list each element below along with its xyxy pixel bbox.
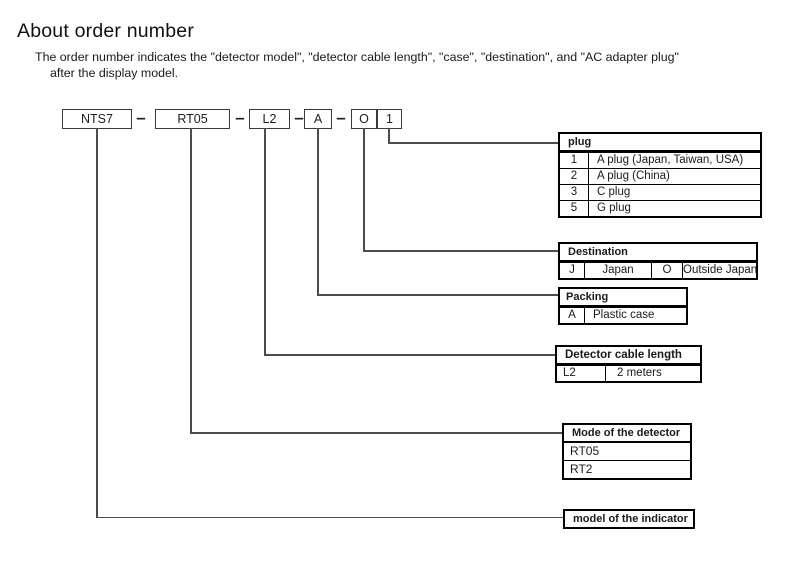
plug-code-cell: 3	[560, 185, 589, 200]
plug-row: 1 A plug (Japan, Taiwan, USA)	[560, 152, 760, 168]
cable-length-code-cell: L2	[557, 366, 606, 381]
packing-row: A Plastic case	[560, 307, 686, 323]
connector-detector-model-horizontal	[190, 432, 562, 434]
connector-destination-horizontal	[363, 250, 558, 252]
connector-plug-horizontal	[388, 142, 558, 144]
plug-code-cell: 5	[560, 201, 589, 216]
detector-model-table: Mode of the detector RT05 RT2	[562, 423, 692, 480]
cable-length-label-cell: 2 meters	[617, 367, 662, 379]
cable-length-table-title: Detector cable length	[557, 347, 700, 365]
destination-row: J Japan O Outside Japan	[560, 262, 758, 278]
connector-destination-vertical	[363, 128, 365, 251]
detector-model-row: RT05	[570, 444, 600, 458]
order-segment-indicator-model: NTS7	[62, 109, 132, 129]
destination-code-cell: J	[560, 263, 585, 278]
connector-packing-horizontal	[317, 294, 558, 296]
order-segment-destination: O	[351, 109, 377, 129]
cable-length-row: L2 2 meters	[557, 365, 700, 381]
connector-packing-vertical	[317, 128, 319, 295]
destination-table-title: Destination	[560, 244, 756, 262]
plug-label-cell: A plug (China)	[597, 170, 670, 182]
destination-code-cell: O	[652, 263, 683, 278]
detector-model-table-title: Mode of the detector	[564, 425, 690, 443]
page-title: About order number	[17, 20, 195, 42]
plug-label-cell: G plug	[597, 202, 631, 214]
order-segment-cable-length: L2	[249, 109, 290, 129]
packing-label-cell: Plastic case	[593, 309, 655, 321]
plug-row: 2 A plug (China)	[560, 168, 760, 184]
indicator-model-box: model of the indicator	[563, 509, 695, 529]
packing-code-cell: A	[560, 308, 585, 323]
cable-length-table: Detector cable length L2 2 meters	[555, 345, 702, 383]
packing-table-title: Packing	[560, 289, 686, 307]
order-segment-detector-model: RT05	[155, 109, 230, 129]
destination-table: Destination J Japan O Outside Japan	[558, 242, 758, 280]
connector-plug-vertical	[388, 128, 390, 143]
description-line-2: after the display model.	[50, 66, 179, 80]
plug-code-cell: 1	[560, 153, 589, 168]
plug-row: 5 G plug	[560, 200, 760, 216]
connector-cable-length-horizontal	[264, 354, 555, 356]
order-separator-dash: –	[235, 108, 245, 127]
order-separator-dash: –	[294, 108, 304, 127]
destination-label-cell: Outside Japan	[683, 264, 758, 276]
plug-label-cell: C plug	[597, 186, 631, 198]
order-separator-dash: –	[336, 108, 346, 127]
plug-row: 3 C plug	[560, 184, 760, 200]
description-line-1: The order number indicates the "detector…	[35, 50, 679, 64]
order-separator-dash: –	[136, 108, 146, 127]
order-segment-plug: 1	[377, 109, 402, 129]
connector-cable-length-vertical	[264, 128, 266, 355]
packing-table: Packing A Plastic case	[558, 287, 688, 325]
connector-indicator-model-vertical	[96, 128, 98, 518]
plug-table: plug 1 A plug (Japan, Taiwan, USA) 2 A p…	[558, 132, 762, 218]
plug-code-cell: 2	[560, 169, 589, 184]
indicator-model-title: model of the indicator	[573, 513, 688, 525]
plug-label-cell: A plug (Japan, Taiwan, USA)	[597, 154, 744, 166]
plug-table-title: plug	[560, 134, 760, 152]
detector-model-row: RT2	[564, 460, 690, 478]
connector-indicator-model-horizontal	[96, 516, 563, 518]
order-segment-packing: A	[304, 109, 332, 129]
connector-detector-model-vertical	[190, 128, 192, 433]
destination-label-cell: Japan	[585, 263, 652, 278]
